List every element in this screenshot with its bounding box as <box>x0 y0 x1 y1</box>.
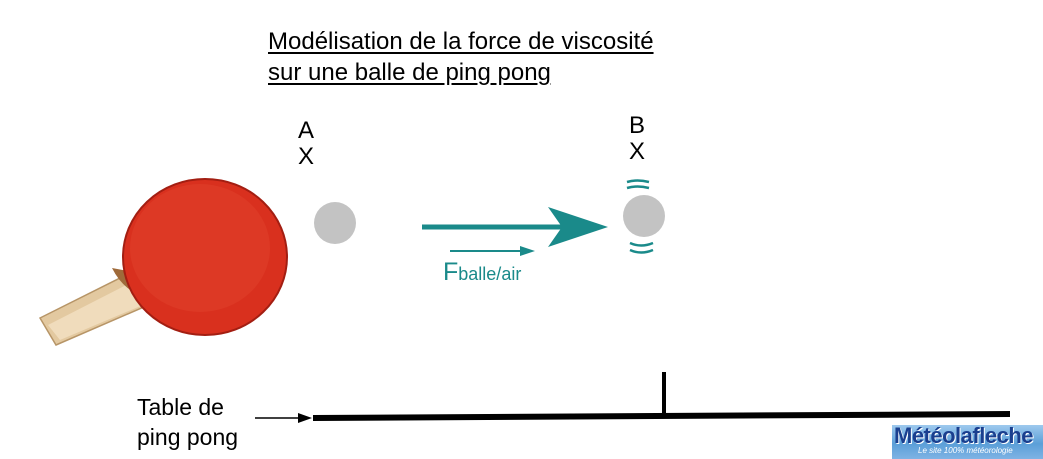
table-pointer-arrow <box>255 413 312 423</box>
point-b-label: B X <box>622 113 652 165</box>
point-b-name: B <box>628 112 645 139</box>
force-vector <box>450 246 535 256</box>
table-surface <box>312 411 1011 421</box>
velocity-arrow-head <box>548 207 608 247</box>
velocity-arrow <box>422 207 608 247</box>
paddle <box>38 178 288 346</box>
diagram-title: Modélisation de la force de viscosité su… <box>268 26 654 88</box>
logo-brand: Météolafleche <box>894 425 1034 448</box>
ball-a <box>314 202 356 244</box>
air-mark-bottom-2 <box>629 248 654 254</box>
site-logo: Météolafleche Le site 100% météorologie <box>892 425 1043 459</box>
title-line-1: Modélisation de la force de viscosité <box>268 28 654 55</box>
logo-tagline: Le site 100% météorologie <box>918 446 1013 455</box>
ball-b <box>623 195 665 237</box>
point-a-label: A X <box>291 118 321 170</box>
air-mark-top-1 <box>626 179 650 184</box>
table-label-line-1: Table de <box>137 394 224 420</box>
paddle-blade-shine <box>130 184 270 312</box>
paddle-handle-highlight <box>48 280 150 340</box>
force-label: Fballe/air <box>443 258 521 287</box>
force-symbol: F <box>443 258 459 286</box>
title-line-2: sur une balle de ping pong <box>268 59 551 86</box>
point-a-mark: X <box>297 143 314 170</box>
point-a-name: A <box>297 117 314 144</box>
table-label: Table de ping pong <box>137 392 238 452</box>
point-b-mark: X <box>628 138 645 165</box>
force-vector-head <box>520 246 535 256</box>
air-mark-bottom-1 <box>629 241 654 247</box>
air-mark-top-2 <box>626 185 650 190</box>
force-subscript: balle/air <box>458 264 522 284</box>
table-label-line-2: ping pong <box>137 424 239 450</box>
table-pointer-head <box>298 413 312 423</box>
table <box>312 372 1011 421</box>
air-flow-marks <box>626 179 654 254</box>
